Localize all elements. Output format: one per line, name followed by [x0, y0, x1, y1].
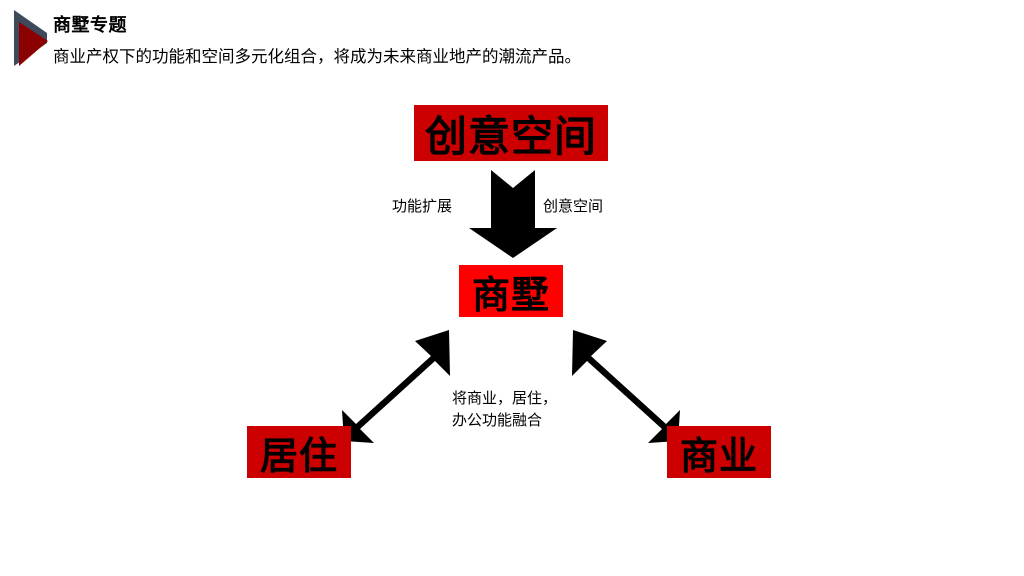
node-commercial[interactable]: 商业: [667, 426, 771, 478]
node-commercial-villa[interactable]: 商墅: [459, 265, 563, 317]
label-fusion-line-2: 办公功能融合: [452, 412, 543, 429]
arrow-up-right-residential-to-center: [342, 330, 450, 443]
page-title: 商墅专题: [53, 15, 127, 35]
slide-header: 商墅专题 商业产权下的功能和空间多元化组合，将成为未来商业地产的潮流产品。: [0, 0, 1024, 90]
page-subtitle: 商业产权下的功能和空间多元化组合，将成为未来商业地产的潮流产品。: [53, 48, 581, 66]
label-fusion: 将商业，居住， 办公功能融合: [452, 388, 557, 432]
arrow-up-left-commercial-to-center: [572, 330, 680, 443]
label-creative-space: 创意空间: [543, 198, 604, 215]
node-residential[interactable]: 居住: [247, 426, 351, 478]
header-text-block: 商墅专题 商业产权下的功能和空间多元化组合，将成为未来商业地产的潮流产品。: [53, 13, 581, 69]
label-fusion-line-1: 将商业，居住，: [452, 390, 558, 407]
node-creative-space[interactable]: 创意空间: [414, 105, 608, 161]
play-triangle-icon: [14, 10, 50, 76]
label-function-expansion: 功能扩展: [392, 198, 453, 215]
